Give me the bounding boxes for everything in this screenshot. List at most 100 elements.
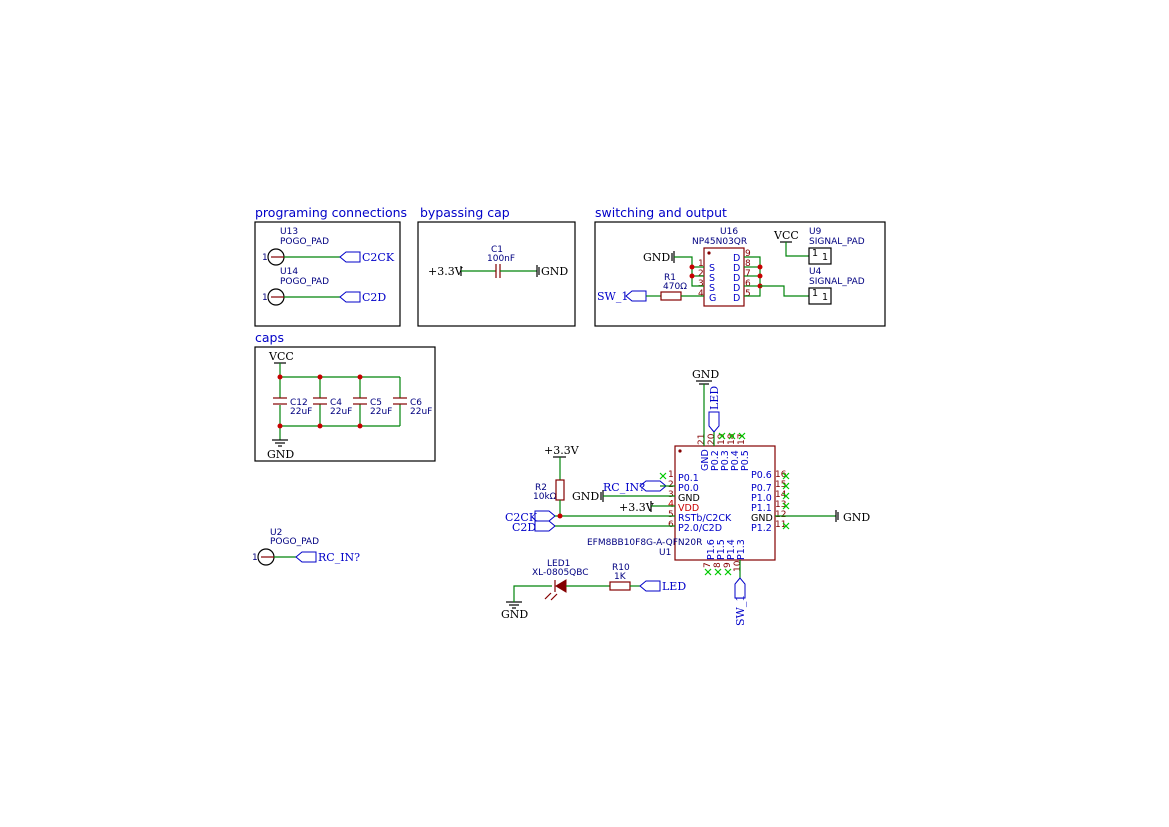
sw1-label-shape-switch — [625, 290, 647, 302]
u4-pin-name: 1 — [822, 292, 828, 303]
ground-symbol-led[interactable]: GND — [501, 601, 528, 621]
block-bypassing-cap: bypassing cap +3.3V C1 100nF GND — [417, 205, 576, 327]
u1-pin-p00: P0.0 — [678, 483, 699, 494]
c2d-label-text: C2D — [362, 291, 386, 304]
signal-pad-u9[interactable]: U9 SIGNAL_PAD 1 1 — [808, 227, 865, 265]
u1-pin-p06: P0.6 — [751, 470, 772, 481]
c6-ref: C6 — [410, 398, 422, 408]
u1-pinnum-21: 21 — [697, 434, 707, 445]
resistor-r10[interactable]: R10 1K — [609, 563, 631, 591]
capacitor-c1[interactable]: C1 100nF — [487, 245, 515, 278]
capacitor-c12[interactable]: C12 22uF — [273, 397, 312, 417]
capacitor-c6[interactable]: C6 22uF — [393, 377, 432, 426]
u13-value: POGO_PAD — [280, 237, 329, 247]
capacitor-c5[interactable]: C5 22uF — [353, 377, 392, 426]
ground-symbol-caps[interactable]: GND — [267, 439, 294, 461]
ground-symbol-u16[interactable]: GND — [643, 251, 675, 264]
u4-value: SIGNAL_PAD — [809, 277, 865, 287]
block-frame-caps — [254, 346, 436, 462]
u1-pinnum-3: 3 — [668, 490, 674, 500]
pogo-pad-u14[interactable]: U14 POGO_PAD 1 — [262, 267, 340, 306]
nc-pin-8 — [714, 568, 722, 576]
u1-pinnum-1: 1 — [668, 470, 674, 480]
nc-pin-14 — [782, 492, 790, 500]
u13-pin-number: 1 — [262, 253, 268, 263]
ground-symbol-u1-right[interactable]: GND — [835, 510, 870, 524]
rcin-label-text-u2: RC_IN? — [318, 551, 360, 564]
u16-pinnum-9: 9 — [745, 249, 751, 259]
global-label-c2ck-u1[interactable]: C2CK — [505, 510, 556, 524]
global-label-rcin-u2[interactable]: RC_IN? — [295, 551, 360, 564]
pogo-pad-u13[interactable]: U13 POGO_PAD 1 — [262, 227, 340, 266]
block-programming-connections: programing connections U13 POGO_PAD 1 C2… — [254, 205, 407, 327]
u1-pinnum-10: 10 — [733, 560, 743, 572]
ground-symbol-bypass[interactable]: GND — [536, 265, 568, 278]
nc-pin-1 — [659, 472, 667, 480]
u14-value: POGO_PAD — [280, 277, 329, 287]
u16-pin-s2: S — [709, 273, 715, 284]
led-led1[interactable]: LED1 XL-0805QBC — [532, 559, 589, 601]
u16-pin-g: G — [709, 293, 716, 304]
u16-pinnum-1: 1 — [698, 259, 704, 269]
junction-u16-s2 — [689, 273, 695, 279]
u1-pinnum-7: 7 — [703, 562, 713, 568]
mcu-u1[interactable]: EFM8BB10F8G-A-QFN20R U1 P0.1 P0.0 GND VD… — [587, 433, 787, 572]
led-label-text-r10: LED — [662, 580, 686, 593]
junction-u16-d2 — [757, 264, 763, 270]
u16-pinnum-4: 4 — [698, 289, 704, 299]
u1-pin-gnd-top: GND — [700, 449, 711, 471]
pogo-pad-u2[interactable]: U2 POGO_PAD 1 — [252, 528, 319, 566]
ground-symbol-u1-top[interactable]: GND — [692, 368, 719, 385]
global-label-c2d-u1[interactable]: C2D — [512, 520, 556, 534]
u1-pinnum-18: 18 — [727, 433, 737, 445]
nc-pin-13 — [782, 502, 790, 510]
u9-body — [808, 247, 832, 265]
u16-pin-d5: D — [733, 293, 740, 304]
c2d-label-shape — [339, 291, 361, 303]
u1-pinnum-12: 12 — [775, 510, 786, 520]
u1-pinnum-11: 11 — [775, 520, 786, 530]
wire-led-gnd — [513, 585, 552, 602]
global-label-c2ck-prog[interactable]: C2CK — [339, 251, 395, 264]
power-3v3-bypass[interactable]: +3.3V — [428, 265, 464, 278]
mosfet-u16[interactable]: U16 NP45N03QR S S S G 1 2 3 4 D D D D D … — [692, 227, 751, 307]
p3v3-text-r2: +3.3V — [544, 444, 580, 457]
u1-pinnum-8: 8 — [713, 562, 723, 568]
global-label-sw1-switch[interactable]: SW_1 — [597, 290, 647, 303]
c2ck-label-text-u1: C2CK — [505, 511, 538, 524]
u1-pin-p16: P1.6 — [706, 539, 717, 560]
u1-pinnum-9: 9 — [723, 562, 733, 568]
resistor-r2[interactable]: R2 10kΩ — [533, 479, 565, 502]
r2-ref: R2 — [535, 483, 547, 493]
vcc-text-caps: VCC — [268, 350, 294, 363]
u1-pin-gnd-left: GND — [678, 493, 700, 504]
nc-pin-9 — [724, 568, 732, 576]
block-frame-bypass — [417, 221, 576, 327]
power-vcc-caps[interactable]: VCC — [268, 350, 294, 364]
r2-value: 10kΩ — [533, 492, 557, 502]
global-label-rcin-u1[interactable]: RC_IN? — [603, 480, 667, 494]
global-label-sw1-u1[interactable]: SW_1 — [734, 577, 747, 626]
nc-pin-19 — [718, 432, 726, 440]
power-3v3-r2[interactable]: +3.3V — [544, 444, 580, 458]
u16-pinnum-8: 8 — [745, 259, 751, 269]
junction-caps-bot-3 — [357, 423, 363, 429]
global-label-c2d-prog[interactable]: C2D — [339, 291, 386, 304]
global-label-led-r10[interactable]: LED — [639, 580, 686, 593]
capacitor-c4[interactable]: C4 22uF — [313, 377, 352, 426]
junction-caps-top-3 — [357, 374, 363, 380]
vcc-text-switch: VCC — [773, 229, 799, 242]
c2ck-label-shape — [339, 251, 361, 263]
junction-r2-c2ck — [557, 513, 563, 519]
global-label-led-u1[interactable]: LED — [708, 386, 721, 433]
r10-value: 1K — [614, 572, 627, 582]
ground-symbol-u1-left[interactable]: GND — [572, 490, 604, 503]
p3v3-text-bypass: +3.3V — [428, 265, 464, 278]
signal-pad-u4[interactable]: U4 SIGNAL_PAD 1 1 — [808, 267, 865, 305]
gnd-text-bypass: GND — [541, 265, 568, 278]
r2-body — [555, 479, 565, 501]
nc-pin-17 — [738, 432, 746, 440]
power-vcc-switch[interactable]: VCC — [773, 229, 799, 243]
u1-pin-p10: P1.0 — [751, 493, 772, 504]
power-3v3-u1[interactable]: +3.3V — [619, 501, 655, 514]
